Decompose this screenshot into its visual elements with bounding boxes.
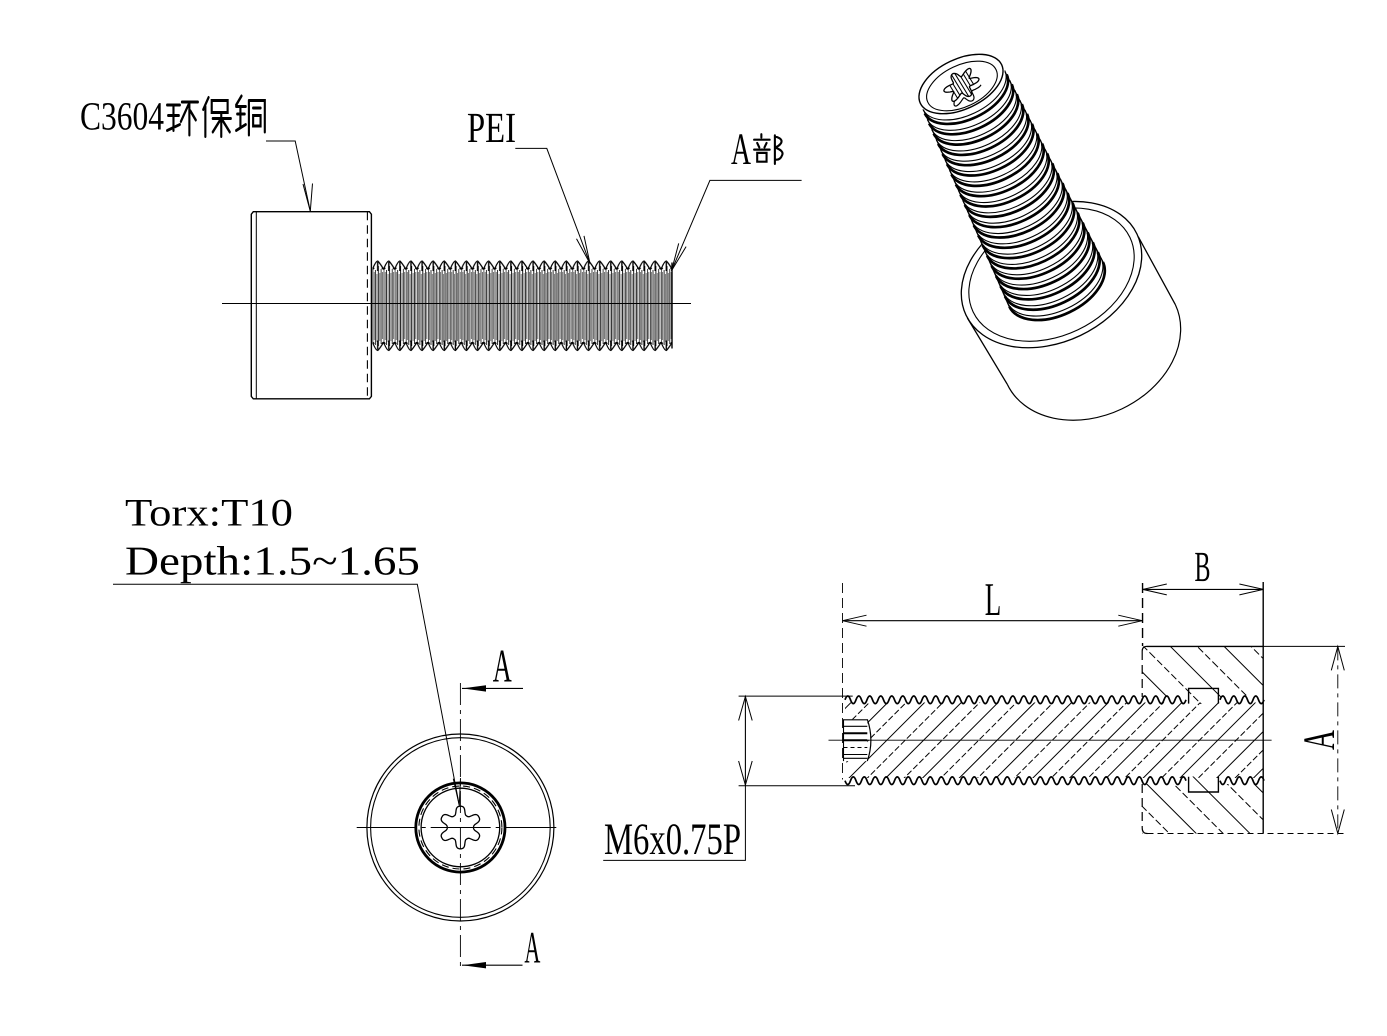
svg-text:A: A bbox=[493, 641, 512, 693]
svg-text:Depth:1.5~1.65: Depth:1.5~1.65 bbox=[125, 538, 420, 584]
svg-text:A: A bbox=[1294, 730, 1344, 750]
svg-text:M6x0.75P: M6x0.75P bbox=[604, 814, 741, 864]
svg-text:PEI: PEI bbox=[467, 105, 516, 152]
svg-text:L: L bbox=[985, 574, 1002, 626]
svg-text:A: A bbox=[731, 124, 751, 174]
svg-text:A: A bbox=[524, 923, 540, 973]
svg-text:B: B bbox=[1195, 544, 1211, 591]
svg-text:Torx:T10: Torx:T10 bbox=[125, 492, 293, 535]
svg-text:C3604: C3604 bbox=[80, 94, 164, 139]
